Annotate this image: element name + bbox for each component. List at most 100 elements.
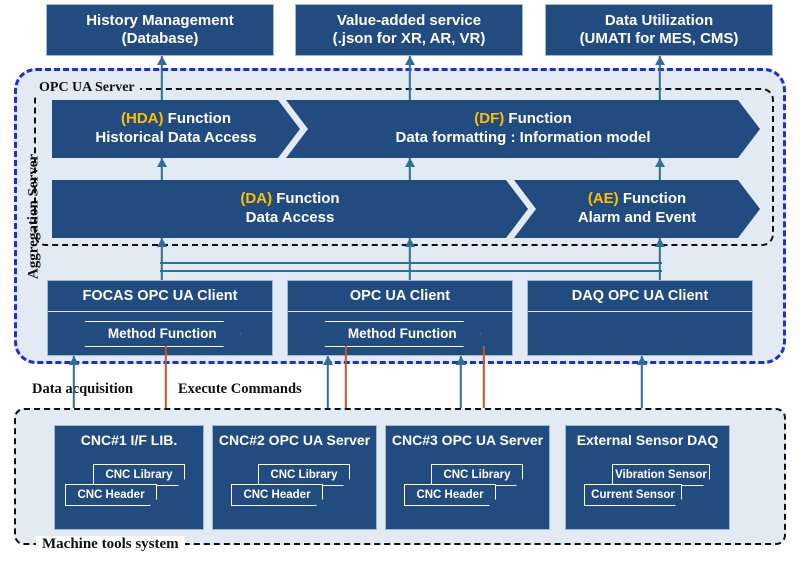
arrow-shaft [658,238,662,284]
arrow-sensor-daq-to-daq-client [636,356,648,442]
function-chevron-ae[interactable]: (AE) Function Alarm and Event [514,180,760,238]
arrow-shaft [344,346,348,443]
arrow-head [655,238,665,247]
client-box-focas[interactable]: FOCAS OPC UA Client Method Function [47,280,273,356]
arrow-shaft [160,56,164,100]
function-description: Data formatting : Information model [395,129,651,146]
arrow-shaft [408,56,412,100]
function-code: (AE) [587,190,619,208]
arrow-head [637,356,647,365]
consumer-title-line2: (Database) [121,30,199,47]
arrow-hda-to-history [156,56,168,100]
function-code-line: (DA) Function [240,190,339,209]
machine-node-cnc2[interactable]: CNC#2 OPC UA Server CNC Library CNC Head… [212,425,377,530]
function-suffix: Function [272,190,340,208]
arrow-focas-client-to-da [156,238,168,284]
method-function-shape[interactable]: Method Function [324,321,481,348]
arrow-ae-to-df [654,158,666,186]
arrow-df-to-value-added [404,56,416,100]
function-code: (DA) [240,190,273,208]
client-body: Method Function [48,312,272,355]
arrow-head [157,56,167,65]
arrow-head [456,356,466,365]
client-body: Method Function [288,312,512,355]
doc-tag-cnc-header: CNC Header [65,484,157,506]
arrow-shaft [160,158,164,186]
arrow-cnc3-to-opc-client [455,356,467,442]
doc-tag-cnc-library: CNC Library [258,464,350,486]
arrow-opc-client-to-da [404,238,416,284]
function-description: Data Access [245,209,335,226]
arrow-shaft [482,346,486,443]
arrow-head [157,238,167,247]
client-title: OPC UA Client [288,281,512,312]
machine-node-title: External Sensor DAQ [576,432,719,448]
opc-ua-server-panel [34,88,774,246]
function-chevron-da[interactable]: (DA) Function Data Access [52,180,528,238]
consumer-title-line2: (.json for XR, AR, VR) [332,30,486,47]
consumer-box-history-management[interactable]: History Management (Database) [46,4,274,56]
doc-tag-vibration-sensor: Vibration Sensor [612,464,710,486]
client-box-daq[interactable]: DAQ OPC UA Client [527,280,753,356]
arrow-head [69,356,79,365]
function-code: (HDA) [121,110,164,128]
flow-label-data-acquisition: Data acquisition [32,381,134,397]
doc-tag-cnc-header: CNC Header [404,484,496,506]
arrow-head [655,158,665,167]
arrow-head [323,356,333,365]
arrow-da-to-hda [156,158,168,186]
function-chevron-hda[interactable]: (HDA) Function Historical Data Access [52,100,300,158]
machine-tools-label: Machine tools system [36,536,185,553]
arrow-shaft [164,346,168,443]
arrow-head [405,56,415,65]
flow-label-execute-commands: Execute Commands [178,381,302,397]
doc-tag-cnc-header: CNC Header [231,484,323,506]
consumer-box-value-added-service[interactable]: Value-added service (.json for XR, AR, V… [295,4,523,56]
function-chevron-df[interactable]: (DF) Function Data formatting : Informat… [286,100,760,158]
arrow-shaft [658,56,662,100]
client-box-opcua[interactable]: OPC UA Client Method Function [287,280,513,356]
arrow-daq-client-to-ae [654,238,666,284]
method-function-shape[interactable]: Method Function [84,321,241,348]
arrow-da-to-df [404,158,416,186]
arrow-head [405,158,415,167]
function-code: (DF) [474,110,505,128]
function-suffix: Function [504,110,572,128]
machine-node-title: CNC#3 OPC UA Server [391,432,544,448]
consumer-title-line2: (UMATI for MES, CMS) [579,30,739,47]
arrow-shaft [160,238,164,284]
consumer-title-line1: History Management [86,12,234,30]
client-title: DAQ OPC UA Client [528,281,752,312]
machine-node-cnc1[interactable]: CNC#1 I/F LIB. CNC Library CNC Header [54,425,204,530]
function-code-line: (HDA) Function [121,110,231,129]
arrow-head [157,158,167,167]
machine-node-external-sensor-daq[interactable]: External Sensor DAQ Vibration Sensor Cur… [565,425,730,530]
arrow-shaft [326,356,330,442]
function-code-line: (AE) Function [588,190,686,209]
machine-node-title: CNC#2 OPC UA Server [218,432,371,448]
machine-node-cnc3[interactable]: CNC#3 OPC UA Server CNC Library CNC Head… [385,425,550,530]
client-body [528,312,752,355]
arrow-shaft [640,356,644,442]
arrow-cnc2-to-opc-client [322,356,334,442]
function-code-line: (DF) Function [474,110,572,129]
doc-tag-current-sensor: Current Sensor [584,484,682,506]
doc-tag-cnc-library: CNC Library [93,464,185,486]
client-title: FOCAS OPC UA Client [48,281,272,312]
arrow-shaft [408,158,412,186]
function-suffix: Function [618,190,687,208]
arrow-cnc1-to-focas-client [68,356,80,442]
opc-ua-server-label: OPC UA Server [34,80,140,96]
arrow-head [655,56,665,65]
arrow-shaft [408,238,412,284]
arrow-head [405,238,415,247]
arrow-shaft [72,356,76,442]
doc-tag-cnc-library: CNC Library [431,464,523,486]
consumer-title-line1: Data Utilization [604,12,714,30]
function-suffix: Function [163,110,231,128]
machine-node-title: CNC#1 I/F LIB. [80,432,178,448]
consumer-box-data-utilization[interactable]: Data Utilization (UMATI for MES, CMS) [545,4,773,56]
function-description: Historical Data Access [95,129,257,146]
arrow-shaft [459,356,463,442]
